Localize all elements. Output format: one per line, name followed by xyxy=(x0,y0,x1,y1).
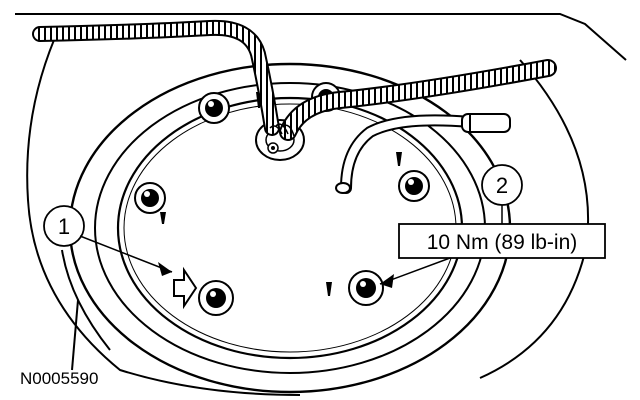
mounting-nut-left xyxy=(134,182,166,214)
figure-reference-id: N0005590 xyxy=(20,369,98,388)
alignment-tab xyxy=(160,212,166,224)
callout-2-number: 2 xyxy=(496,173,508,198)
callout-1-leader xyxy=(79,235,173,273)
harness-wires xyxy=(269,123,295,137)
tank-left-contour xyxy=(26,25,301,396)
torque-spec-label: 10 Nm (89 lb-in) xyxy=(427,231,578,254)
tank-left-mount-edge xyxy=(61,249,111,351)
callout-1-circle xyxy=(43,205,85,247)
callout-1-number: 1 xyxy=(58,214,70,239)
fuel-line-fitting xyxy=(461,113,511,133)
mounting-nut-bottom-right xyxy=(348,270,384,306)
callout-1-hollow-arrow-icon xyxy=(173,266,198,310)
callout-2-arrowhead xyxy=(380,274,394,288)
tank-bottom-left-line xyxy=(71,299,79,371)
callout-1: 1 xyxy=(43,205,198,310)
callout-1-arrowhead xyxy=(158,262,172,276)
mounting-nut-right xyxy=(398,170,430,202)
torque-spec-box xyxy=(398,223,606,259)
mounting-nut-top-left xyxy=(198,92,230,124)
alignment-tab xyxy=(396,152,402,166)
callout-2: 2 10 Nm (89 lb-in) xyxy=(379,164,606,288)
alignment-tab xyxy=(326,282,332,296)
tank-top-edge xyxy=(15,13,627,61)
mounting-nut-bottom-left xyxy=(198,280,234,316)
tank-right-contour xyxy=(479,59,590,379)
